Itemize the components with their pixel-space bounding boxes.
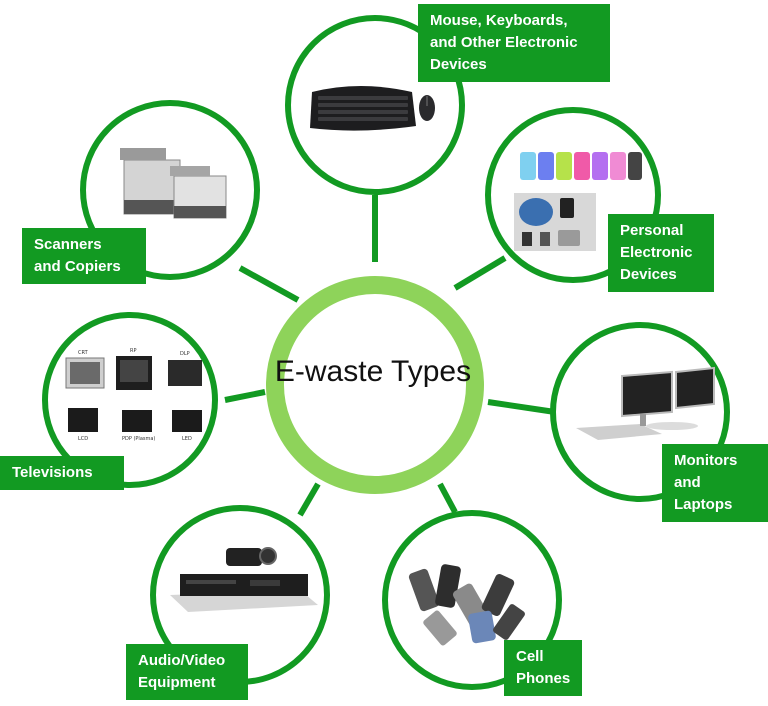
tv-type-lcd: LCD <box>78 436 88 442</box>
label-televisions: Televisions <box>0 456 124 490</box>
label-audio-video: Audio/Video Equipment <box>126 644 248 700</box>
label-line: Cell <box>516 648 544 665</box>
label-line: Electronic <box>620 244 693 261</box>
cell-phone-icon <box>408 564 525 646</box>
label-line: Laptops <box>674 496 733 513</box>
connectors <box>224 195 556 517</box>
center-circle <box>266 276 484 494</box>
label-line: Monitors <box>674 452 738 469</box>
label-line: Personal <box>620 222 684 239</box>
label-line: Phones <box>516 670 571 687</box>
copier-icon <box>120 148 227 219</box>
keyboard-mouse-icon <box>310 86 435 131</box>
label-personal-electronic: Personal Electronic Devices <box>608 214 714 292</box>
label-line: Televisions <box>12 464 93 481</box>
label-line: and Other Electronic <box>430 34 578 51</box>
television-icon: CRT RP DLP LCD PDP (Plasma) LED <box>65 348 202 442</box>
connector-lower-right <box>437 482 458 514</box>
tv-type-crt: CRT <box>78 350 89 356</box>
connector-lower-left <box>297 482 321 517</box>
label-line: Mouse, Keyboards, <box>430 12 568 29</box>
label-line: Devices <box>620 266 677 283</box>
label-monitors-laptops: Monitors and Laptops <box>662 444 768 522</box>
label-mouse-keyboards: Mouse, Keyboards, and Other Electronic D… <box>418 4 610 82</box>
label-line: and <box>674 474 701 491</box>
connector-right <box>487 399 556 415</box>
connector-upper-left <box>238 265 300 303</box>
label-line: and Copiers <box>34 258 121 275</box>
connector-left <box>224 389 266 403</box>
music-player-icon <box>514 152 642 251</box>
label-line: Scanners <box>34 236 102 253</box>
label-line: Equipment <box>138 674 216 691</box>
label-line: Devices <box>430 56 487 73</box>
tv-type-rp: RP <box>130 348 137 354</box>
monitor-icon <box>576 366 715 440</box>
tv-type-led: LED <box>182 436 192 442</box>
tv-type-dlp: DLP <box>180 351 190 357</box>
label-cell-phones: Cell Phones <box>504 640 582 696</box>
vcr-camcorder-icon <box>170 547 318 612</box>
center-title: E-waste Types <box>274 355 472 388</box>
connector-upper-right <box>453 255 507 291</box>
label-scanners-copiers: Scanners and Copiers <box>22 228 146 284</box>
tv-type-pdp: PDP (Plasma) <box>122 436 155 442</box>
label-line: Audio/Video <box>138 652 226 669</box>
